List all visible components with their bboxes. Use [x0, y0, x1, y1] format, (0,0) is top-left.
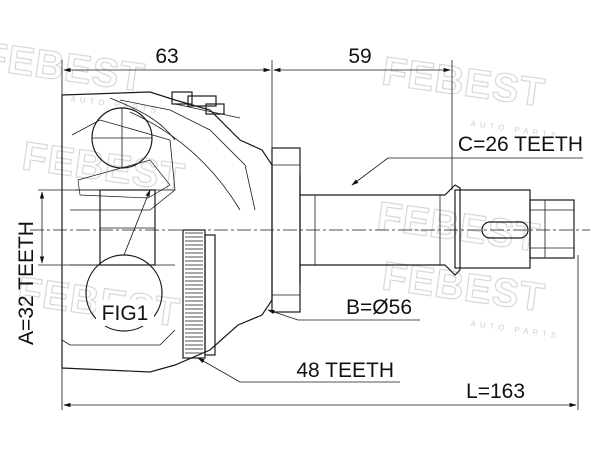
dim-diameter: B=Ø56	[346, 296, 412, 319]
watermark-tagline-1: AUTO PARTS	[70, 94, 161, 115]
watermark-tagline-3: AUTO PARTS	[470, 319, 561, 340]
dim-outer-length: 63	[155, 45, 178, 68]
watermark-brand-3: FEBEST	[20, 134, 188, 200]
dim-shaft-length: 59	[348, 45, 371, 68]
leader-lines	[123, 157, 583, 383]
stub-shaft	[299, 175, 575, 285]
dim-total-length: L=163	[466, 380, 525, 403]
watermark-group: FEBEST FEBEST FEBEST FEBEST FEBEST FEBES…	[0, 34, 561, 341]
dim-spline-shaft: C=26 TEETH	[458, 133, 583, 156]
watermark-brand-4: FEBEST	[375, 194, 543, 260]
dim-spline-outer: A=32 TEETH	[15, 221, 38, 345]
dimension-labels: 63 59 C=26 TEETH B=Ø56 48 TEETH L=163 A=…	[15, 45, 583, 403]
figure-label: FIG1	[102, 302, 149, 325]
watermark-brand-2: FEBEST	[380, 49, 548, 115]
watermark-brand-1: FEBEST	[0, 34, 148, 100]
dimension-lines	[38, 60, 579, 410]
dim-abs-ring: 48 TEETH	[296, 359, 394, 382]
upper-ball	[70, 107, 176, 211]
abs-ring	[182, 229, 216, 359]
